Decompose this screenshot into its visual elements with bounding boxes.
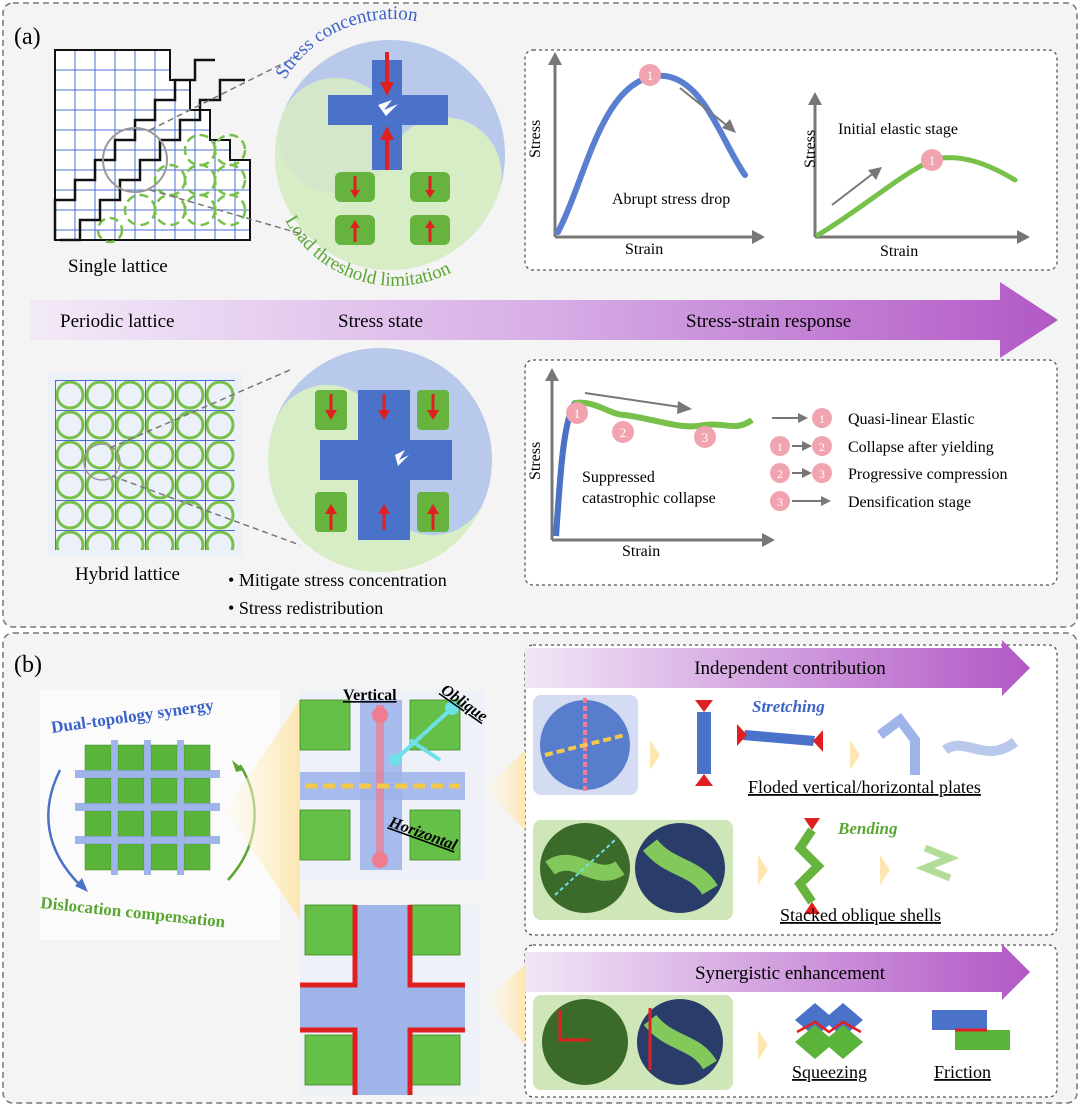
plot-2-marker: 1 <box>929 153 936 168</box>
panel-b-label: (b) <box>14 652 42 678</box>
squeezing-label: Squeezing <box>792 1062 867 1082</box>
bending-illustration <box>533 818 960 920</box>
legend-2-from: 2 <box>777 467 783 481</box>
plot-3-legend <box>770 408 832 511</box>
legend-1-to: 2 <box>819 440 825 454</box>
legend-1-from: 1 <box>777 440 783 454</box>
legend-0-to: 1 <box>819 412 825 426</box>
plot-3-marker-1: 1 <box>574 406 581 421</box>
bending-label: Bending <box>837 819 898 838</box>
plot-1 <box>548 52 765 244</box>
independent-label: Independent contribution <box>694 658 886 679</box>
plot-3-note-line2: catastrophic collapse <box>582 490 716 507</box>
plot-1-xlabel: Strain <box>625 241 663 258</box>
arrow-label-response: Stress-strain response <box>686 311 851 332</box>
plot-3-marker-2: 2 <box>620 425 627 440</box>
plot-2-xlabel: Strain <box>880 243 918 260</box>
synergy-cross-unit <box>300 904 480 1095</box>
zoom-cone-left <box>225 700 300 920</box>
arrow-label-periodic: Periodic lattice <box>60 311 174 332</box>
legend-text-3: Densification stage <box>848 494 971 511</box>
bullet-1: • Mitigate stress concentration <box>228 570 447 590</box>
plot-1-note: Abrupt stress drop <box>612 191 730 208</box>
yinyang-stress-redistribution <box>268 348 492 572</box>
legend-2-to: 3 <box>819 467 825 481</box>
plots-bottom-frame <box>524 359 1058 586</box>
synergistic-label: Synergistic enhancement <box>695 963 886 984</box>
plot-3-note-line1: Suppressed <box>582 469 655 486</box>
independent-arrow <box>525 640 1030 696</box>
single-lattice-caption: Single lattice <box>68 256 168 277</box>
legend-3-from: 3 <box>777 495 783 509</box>
plot-3-ylabel: Stress <box>527 442 544 480</box>
plot-3-xlabel: Strain <box>622 543 660 560</box>
panel-a-label: (a) <box>14 24 41 50</box>
plot-1-marker: 1 <box>647 68 654 83</box>
single-lattice-graphic <box>53 49 306 244</box>
shells-label: Stacked oblique shells <box>780 905 941 925</box>
arrow-label-stress-state: Stress state <box>338 311 423 332</box>
yinyang-stress-concentration <box>275 40 505 270</box>
hybrid-lattice-graphic <box>48 369 301 557</box>
legend-text-0: Quasi-linear Elastic <box>848 411 975 428</box>
plot-2-note: Initial elastic stage <box>838 121 958 138</box>
synergistic-arrow <box>525 944 1030 1000</box>
plot-2-ylabel: Stress <box>802 130 819 168</box>
dual-topology-lattice <box>40 690 280 940</box>
unit-cell-components <box>299 690 485 880</box>
plots-top-frame <box>524 49 1058 271</box>
process-arrow <box>30 282 1058 358</box>
friction-label: Friction <box>934 1062 991 1082</box>
plot-1-ylabel: Stress <box>527 120 544 158</box>
hybrid-lattice-caption: Hybrid lattice <box>75 564 180 585</box>
plot-3 <box>545 368 775 547</box>
plates-label: Floded vertical/horizontal plates <box>748 777 981 797</box>
stretching-illustration <box>533 695 1019 795</box>
stretching-label: Stretching <box>752 697 825 716</box>
plot-2 <box>808 92 1030 244</box>
bullet-2: • Stress redistribution <box>228 598 383 618</box>
zoom-cone-upper <box>485 750 525 830</box>
plot-3-marker-3: 3 <box>702 430 709 445</box>
vertical-label: Vertical <box>343 687 397 704</box>
legend-text-1: Collapse after yielding <box>848 439 994 456</box>
synergy-illustration <box>533 995 1010 1090</box>
legend-text-2: Progressive compression <box>848 466 1008 483</box>
zoom-cone-lower <box>485 965 525 1045</box>
